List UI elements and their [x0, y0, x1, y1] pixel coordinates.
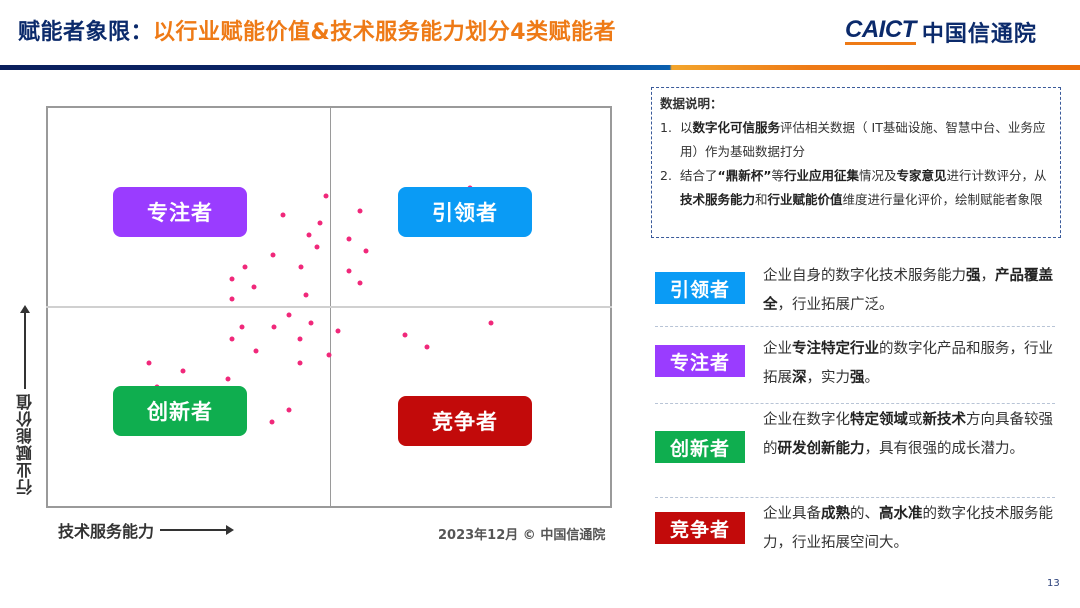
scatter-point: [297, 336, 303, 342]
quadrant-label-competitor: 竞争者: [398, 396, 532, 446]
quadrant-label-innovator: 创新者: [113, 386, 247, 436]
y-axis: 行业赋能价值: [10, 305, 40, 495]
caict-logo: CAICT 中国信通院: [845, 16, 1037, 48]
scatter-point: [357, 280, 363, 286]
page-number: 13: [1047, 578, 1060, 589]
legend-divider: [655, 403, 1055, 404]
y-axis-arrow-line: [24, 309, 26, 389]
scatter-point: [242, 264, 248, 270]
scatter-point: [229, 276, 235, 282]
legend-desc: 企业在数字化特定领域或新技术方向具备较强的研发创新能力，具有很强的成长潜力。: [763, 412, 1053, 457]
scatter-point: [357, 208, 363, 214]
scatter-point: [314, 244, 320, 250]
note-item: 2.结合了“鼎新杯”等行业应用征集情况及专家意见进行计数评分，从技术服务能力和行…: [660, 168, 1047, 207]
quadrant-label-focus: 专注者: [113, 187, 247, 237]
scatter-point: [308, 320, 314, 326]
legend-divider: [655, 326, 1055, 327]
page-title: 赋能者象限：以行业赋能价值&技术服务能力划分4类赋能者: [18, 14, 616, 46]
scatter-point: [280, 212, 286, 218]
x-axis: 技术服务能力: [58, 518, 235, 542]
logo-cn: 中国信通院: [921, 22, 1037, 47]
scatter-point: [251, 284, 257, 290]
quadrant-label-leader: 引领者: [398, 187, 532, 237]
legend-desc: 企业具备成熟的、高水准的数字化技术服务能力，行业拓展空间大。: [763, 506, 1053, 551]
legend-desc: 企业自身的数字化技术服务能力强，产品覆盖全，行业拓展广泛。: [763, 268, 1053, 313]
scatter-point: [346, 236, 352, 242]
scatter-point: [146, 360, 152, 366]
legend-desc: 企业专注特定行业的数字化产品和服务，行业拓展深，实力强。: [763, 341, 1053, 386]
scatter-point: [363, 248, 369, 254]
scatter-point: [323, 193, 329, 199]
scatter-point: [317, 220, 323, 226]
scatter-point: [424, 344, 430, 350]
scatter-point: [303, 292, 309, 298]
legend-tag: 引领者: [655, 272, 745, 304]
notes-title: 数据说明：: [660, 96, 723, 111]
title-prefix: 赋能者象限：: [18, 20, 154, 45]
legend-tag: 专注者: [655, 345, 745, 377]
quadrant-horizontal-divider: [46, 306, 612, 308]
x-axis-label: 技术服务能力: [58, 522, 155, 541]
scatter-point: [298, 264, 304, 270]
scatter-point: [326, 352, 332, 358]
legend-divider: [655, 497, 1055, 498]
scatter-point: [239, 324, 245, 330]
scatter-point: [402, 332, 408, 338]
legend-row-competitor: 竞争者 企业具备成熟的、高水准的数字化技术服务能力，行业拓展空间大。: [651, 500, 1061, 558]
logo-en: CAICT: [845, 16, 916, 45]
chart-credit: 2023年12月 © 中国信通院: [438, 528, 606, 543]
data-notes-box: 数据说明： 1.以数字化可信服务评估相关数据（ IT基础设施、智慧中台、业务应用…: [651, 87, 1061, 238]
scatter-point: [271, 324, 277, 330]
legend-row-innovator: 创新者 企业在数字化特定领域或新技术方向具备较强的研发创新能力，具有很强的成长潜…: [651, 406, 1061, 464]
y-axis-label: 行业赋能价值: [16, 393, 35, 495]
scatter-point: [253, 348, 259, 354]
scatter-point: [229, 296, 235, 302]
scatter-point: [297, 360, 303, 366]
scatter-point: [269, 419, 275, 425]
scatter-point: [346, 268, 352, 274]
scatter-point: [229, 336, 235, 342]
title-main: 以行业赋能价值&技术服务能力划分4类赋能者: [153, 20, 617, 45]
scatter-point: [180, 368, 186, 374]
scatter-point: [286, 407, 292, 413]
legend-tag: 创新者: [655, 431, 745, 463]
scatter-point: [286, 312, 292, 318]
notes-list: 1.以数字化可信服务评估相关数据（ IT基础设施、智慧中台、业务应用）作为基础数…: [660, 116, 1052, 212]
header-divider-bar: [0, 65, 1080, 70]
scatter-point: [225, 376, 231, 382]
legend-row-focus: 专注者 企业专注特定行业的数字化产品和服务，行业拓展深，实力强。: [651, 335, 1061, 393]
scatter-point: [488, 320, 494, 326]
legend-row-leader: 引领者 企业自身的数字化技术服务能力强，产品覆盖全，行业拓展广泛。: [651, 262, 1061, 320]
scatter-point: [306, 232, 312, 238]
note-item: 1.以数字化可信服务评估相关数据（ IT基础设施、智慧中台、业务应用）作为基础数…: [660, 120, 1046, 159]
x-axis-arrow-icon: [160, 525, 235, 535]
scatter-point: [335, 328, 341, 334]
legend-tag: 竞争者: [655, 512, 745, 544]
scatter-point: [270, 252, 276, 258]
